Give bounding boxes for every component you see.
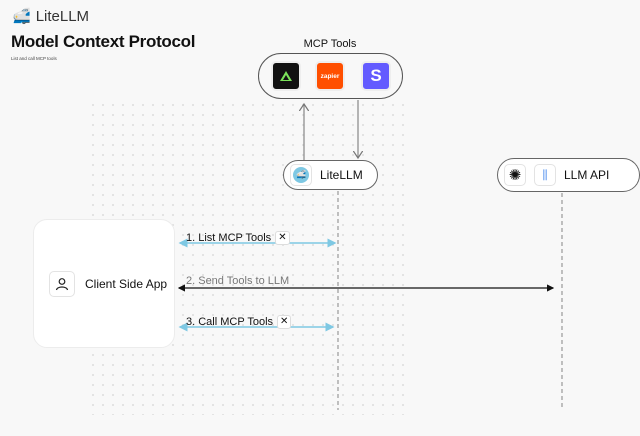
- litellm-logo-icon: 🚅: [12, 8, 31, 25]
- llm-api-node: ✺ ⫼ LLM API: [497, 158, 640, 192]
- brand: 🚅 LiteLLM: [12, 7, 90, 26]
- tools-icon: ✕: [275, 231, 290, 245]
- stripe-icon: S: [361, 61, 391, 91]
- message-call-tools: 3. Call MCP Tools ✕: [186, 315, 292, 329]
- tool-a-icon: [271, 61, 301, 91]
- message-label: 3. Call MCP Tools: [186, 316, 274, 328]
- brand-name: LiteLLM: [35, 7, 90, 25]
- tools-icon: ✕: [277, 315, 292, 329]
- zapier-icon: zapier: [315, 61, 345, 91]
- message-send-tools: 2. Send Tools to LLM: [186, 275, 289, 287]
- openai-icon: ✺: [504, 164, 526, 186]
- llm-api-label: LLM API: [564, 168, 610, 182]
- litellm-node: 🚅 LiteLLM: [283, 160, 378, 190]
- message-label: 1. List MCP Tools: [186, 232, 272, 244]
- message-list-tools: 1. List MCP Tools ✕: [186, 231, 290, 245]
- mcp-tools-label: MCP Tools: [303, 38, 357, 50]
- page-subtitle: List and call MCP tools: [11, 56, 57, 61]
- client-label: Client Side App: [85, 276, 168, 291]
- litellm-icon: 🚅: [290, 164, 312, 186]
- mcp-tools-group: zapier S: [258, 53, 403, 99]
- user-icon: [49, 270, 75, 297]
- message-label: 2. Send Tools to LLM: [186, 275, 290, 287]
- litellm-label: LiteLLM: [320, 168, 363, 182]
- page-title: Model Context Protocol: [11, 32, 196, 51]
- llm-provider-icon: ⫼: [534, 164, 556, 186]
- client-side-app-node: Client Side App: [33, 219, 175, 348]
